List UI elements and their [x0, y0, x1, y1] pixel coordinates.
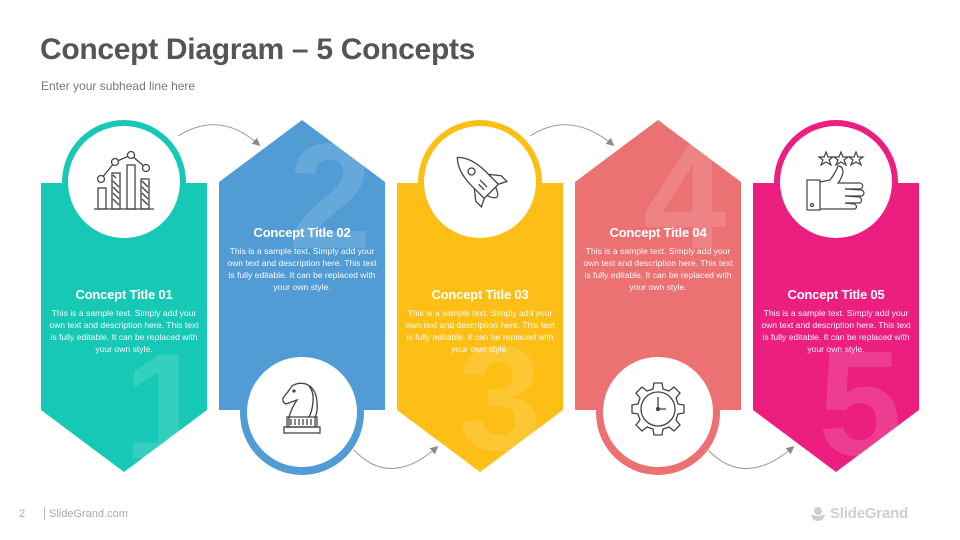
concept-text-4: Concept Title 04 This is a sample text. … [583, 225, 733, 293]
big-number-2: 2 [288, 112, 371, 280]
concept-description-2: This is a sample text. Simply add your o… [227, 246, 377, 292]
gear-clock-icon [631, 382, 685, 436]
slidegrand-logo-icon [811, 506, 825, 521]
concept-description-5: This is a sample text. Simply add your o… [761, 308, 911, 354]
concept-text-2: Concept Title 02 This is a sample text. … [227, 225, 377, 293]
connector-arrows [177, 124, 795, 469]
concept-description-3: This is a sample text. Simply add your o… [405, 308, 555, 354]
arrow-2-to-3 [353, 446, 439, 469]
footer-logo: SlideGrand [810, 505, 908, 522]
concept-description-1: This is a sample text. Simply add your o… [49, 308, 199, 354]
slide-title: Concept Diagram – 5 Concepts [40, 33, 476, 66]
concept-title-4: Concept Title 04 [609, 225, 707, 240]
concept-title-2: Concept Title 02 [253, 225, 351, 240]
footer-site-link: SlideGrand.com [49, 508, 128, 520]
concept-card-1: 1 [41, 120, 207, 490]
concept-text-5: Concept Title 05 This is a sample text. … [761, 287, 911, 355]
chess-knight-icon [282, 382, 321, 434]
concept-card-5: 5 [753, 120, 919, 487]
concept-card-2: 2 [219, 112, 385, 475]
concept-card-3: 3 [397, 120, 563, 482]
concept-title-5: Concept Title 05 [787, 287, 885, 302]
concept-title-3: Concept Title 03 [431, 287, 529, 302]
arrow-4-to-5 [707, 446, 795, 469]
analytics-chart-icon [94, 150, 154, 210]
page-number: 2 [19, 508, 26, 520]
thumbs-up-stars-icon [806, 150, 865, 211]
footer-divider [44, 507, 45, 520]
arrow-3-to-4 [529, 124, 615, 146]
concept-card-4: 4 [575, 112, 741, 475]
concept-text-3: Concept Title 03 This is a sample text. … [405, 287, 555, 355]
concept-text-1: Concept Title 01 This is a sample text. … [49, 287, 199, 355]
big-number-1: 1 [123, 322, 206, 490]
big-number-3: 3 [458, 314, 541, 482]
concept-description-4: This is a sample text. Simply add your o… [583, 246, 733, 292]
concept-title-1: Concept Title 01 [75, 287, 173, 302]
slide-subtitle: Enter your subhead line here [41, 79, 196, 93]
big-number-4: 4 [643, 112, 726, 280]
arrow-1-to-2 [177, 124, 261, 146]
footer-logo-text: SlideGrand [830, 505, 909, 522]
big-number-5: 5 [818, 319, 901, 487]
rocket-icon [456, 156, 509, 209]
